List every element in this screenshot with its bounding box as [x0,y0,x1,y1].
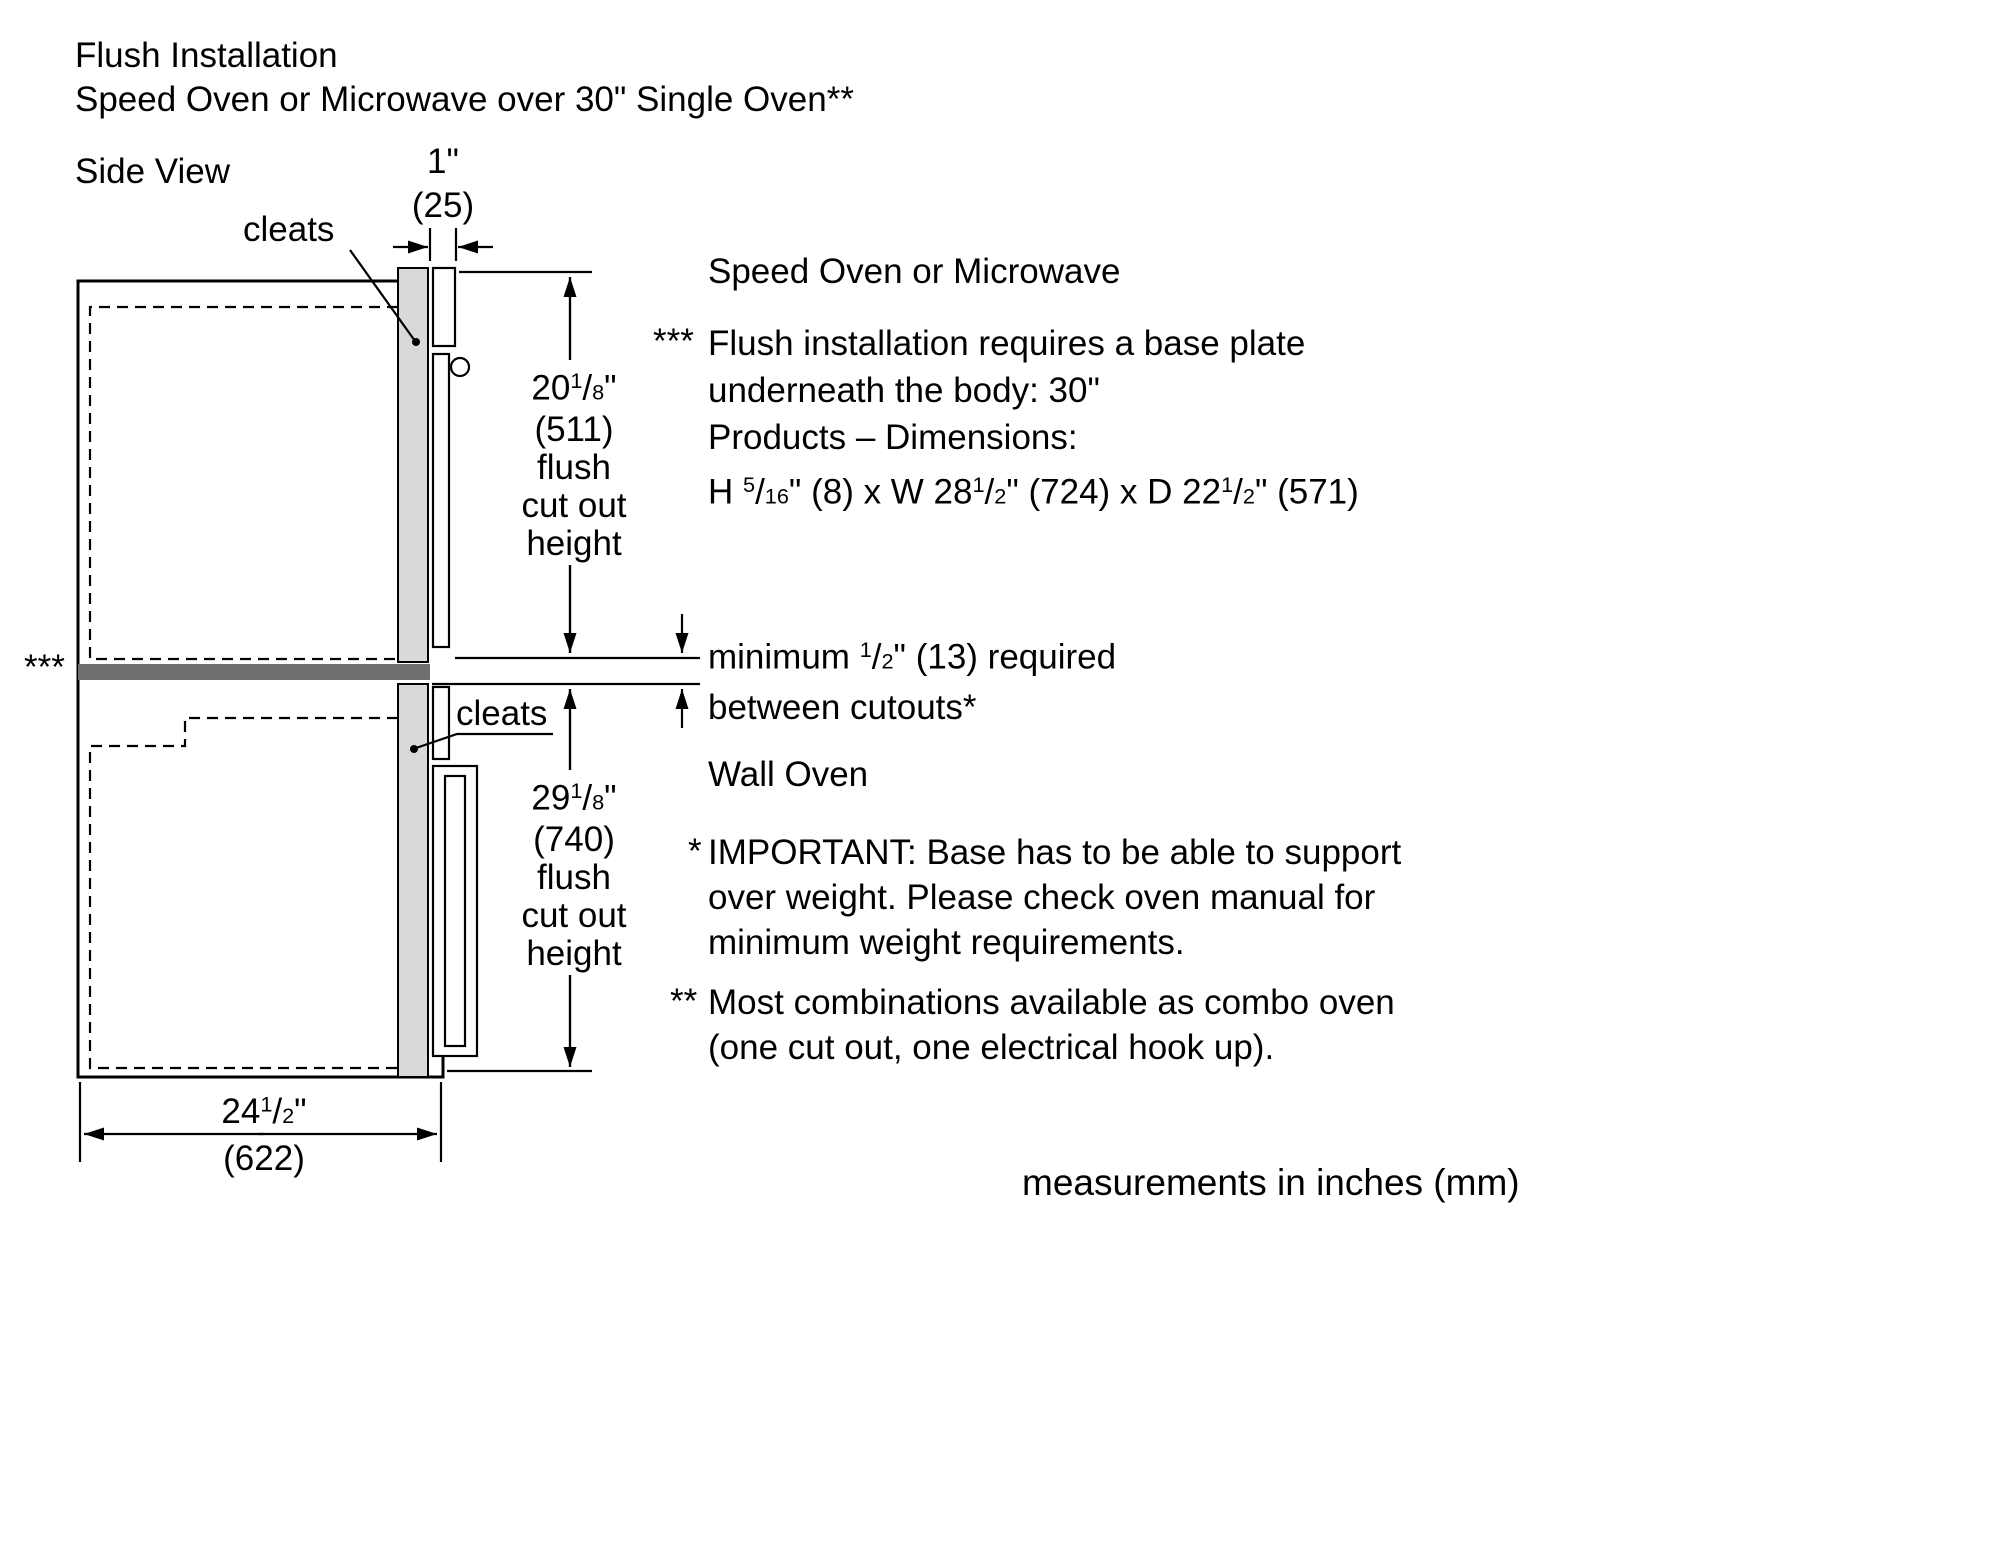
dim-lower-cutout-caption-2: cut out [521,896,627,936]
flush-note-line-1: Flush installation requires a base plate [708,324,1306,363]
cleats-top-leader [349,249,420,346]
cleats-top-label: cleats [243,210,335,249]
dim-width-mm: (622) [223,1139,305,1178]
base-plate [78,664,430,680]
measurements-footer: measurements in inches (mm) [1022,1162,1520,1203]
flush-note-line-3: Products – Dimensions: [708,418,1078,457]
important-note: IMPORTANT: Base has to be able to suppor… [708,830,1401,965]
dim-lower-cutout-caption-1: flush [537,858,611,898]
upper-cleat [397,267,429,663]
dim-lower-cutout-caption-3: height [526,934,622,974]
min-gap-note: minimum 1/2" (13) required between cutou… [708,626,1116,731]
title-line-2: Speed Oven or Microwave over 30" Single … [75,80,854,119]
min-gap-line-2: between cutouts* [708,688,977,728]
important-line-3: minimum weight requirements. [708,923,1185,962]
combo-line-2: (one cut out, one electrical hook up). [708,1028,1275,1067]
side-view-label: Side View [75,152,231,191]
dim-lower-cutout-inches: 291/8" [531,778,617,818]
flush-note-line-4: H 5/16" (8) x W 281/2" (724) x D 221/2" … [708,472,1359,512]
important-note-marker: * [688,832,702,871]
combo-note-marker: ** [670,982,698,1021]
important-line-1: IMPORTANT: Base has to be able to suppor… [708,833,1402,872]
combo-note: Most combinations available as combo ove… [708,980,1395,1070]
combo-line-1: Most combinations available as combo ove… [708,983,1395,1022]
lower-trim-panel [431,685,451,761]
lower-cavity-dashed [88,716,398,1070]
dim-upper-cutout-caption-3: height [526,524,622,564]
dim-trim-width-mm: (25) [411,186,475,225]
dim-upper-cutout-label: 201/8" (511) flush cut out height [497,360,651,566]
cabinet-outline [76,279,445,1079]
speed-oven-heading: Speed Oven or Microwave [708,252,1121,291]
dim-trim-width-label: 1" (25) [381,140,505,228]
lower-door-outer [431,764,479,1058]
dim-upper-cutout-caption-1: flush [537,448,611,488]
dim-upper-cutout-mm: (511) [534,410,614,450]
dim-lower-cutout-mm: (740) [533,820,615,860]
dim-lower-cutout-label: 291/8" (740) flush cut out height [492,770,656,976]
page-title: Flush Installation Speed Oven or Microwa… [75,34,854,122]
important-line-2: over weight. Please check oven manual fo… [708,878,1376,917]
flush-note-marker: *** [653,322,694,361]
dim-min-gap-lines [432,614,700,728]
dim-trim-width-lines [393,228,493,261]
dim-upper-cutout-inches: 201/8" [531,368,617,408]
upper-cavity-dashed [88,305,398,661]
cleats-bottom-leader [410,732,553,753]
flush-note: Flush installation requires a base plate… [708,320,1359,519]
dim-upper-cutout-caption-2: cut out [521,486,627,526]
lower-cleat [397,683,429,1078]
upper-door-panel [431,352,451,649]
dim-width-lines [78,1082,443,1162]
title-line-1: Flush Installation [75,36,338,75]
base-plate-marker: *** [24,648,65,687]
dim-trim-width-inches: 1" [427,142,459,181]
dim-width-inches: 241/2" [221,1091,307,1131]
flush-note-line-2: underneath the body: 30" [708,371,1100,410]
min-gap-line-1: minimum 1/2" (13) required [708,637,1117,677]
lower-door-inner [443,774,467,1048]
door-knob [449,356,471,378]
cleats-bottom-label: cleats [456,694,548,733]
wall-oven-heading: Wall Oven [708,755,869,794]
upper-trim-panel [431,266,457,348]
